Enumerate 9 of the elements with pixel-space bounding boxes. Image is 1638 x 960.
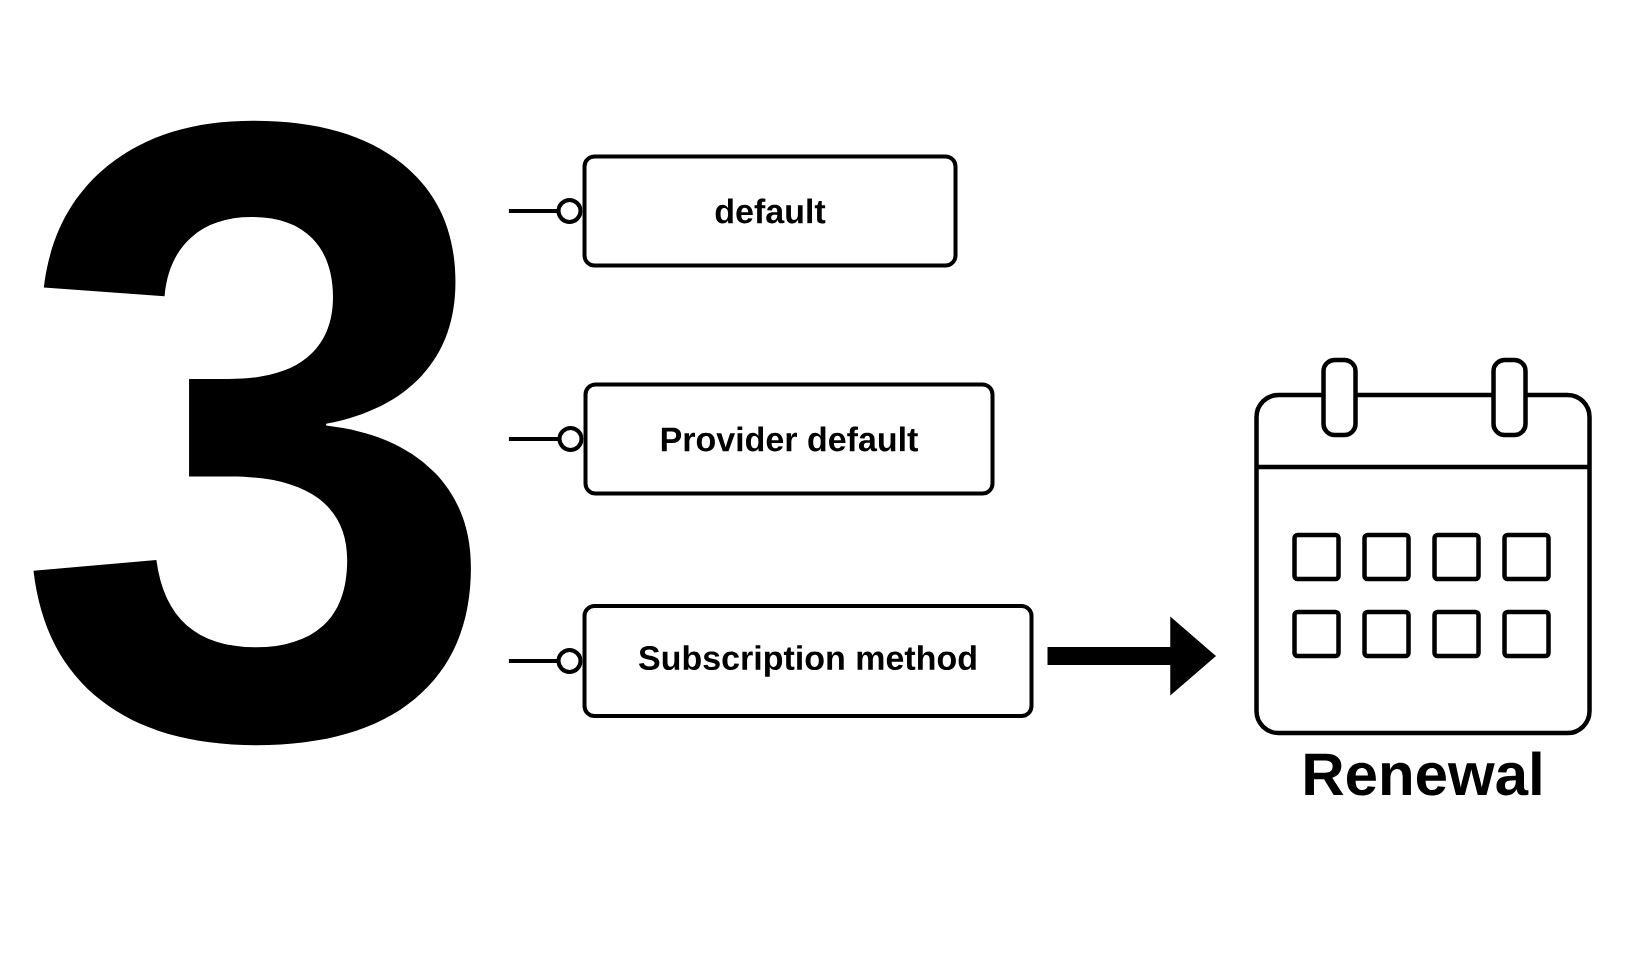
outlined-digit: 3: [33, 120, 471, 746]
connector: [508, 426, 584, 452]
node-label: Renewal: [1305, 751, 1541, 796]
label-box: Provider default: [583, 382, 995, 496]
label-box: default: [582, 154, 958, 268]
calendar-icon: [1254, 357, 1592, 736]
connector: [508, 648, 583, 674]
connector: [508, 198, 583, 224]
label-box: Subscription method: [582, 604, 1034, 718]
